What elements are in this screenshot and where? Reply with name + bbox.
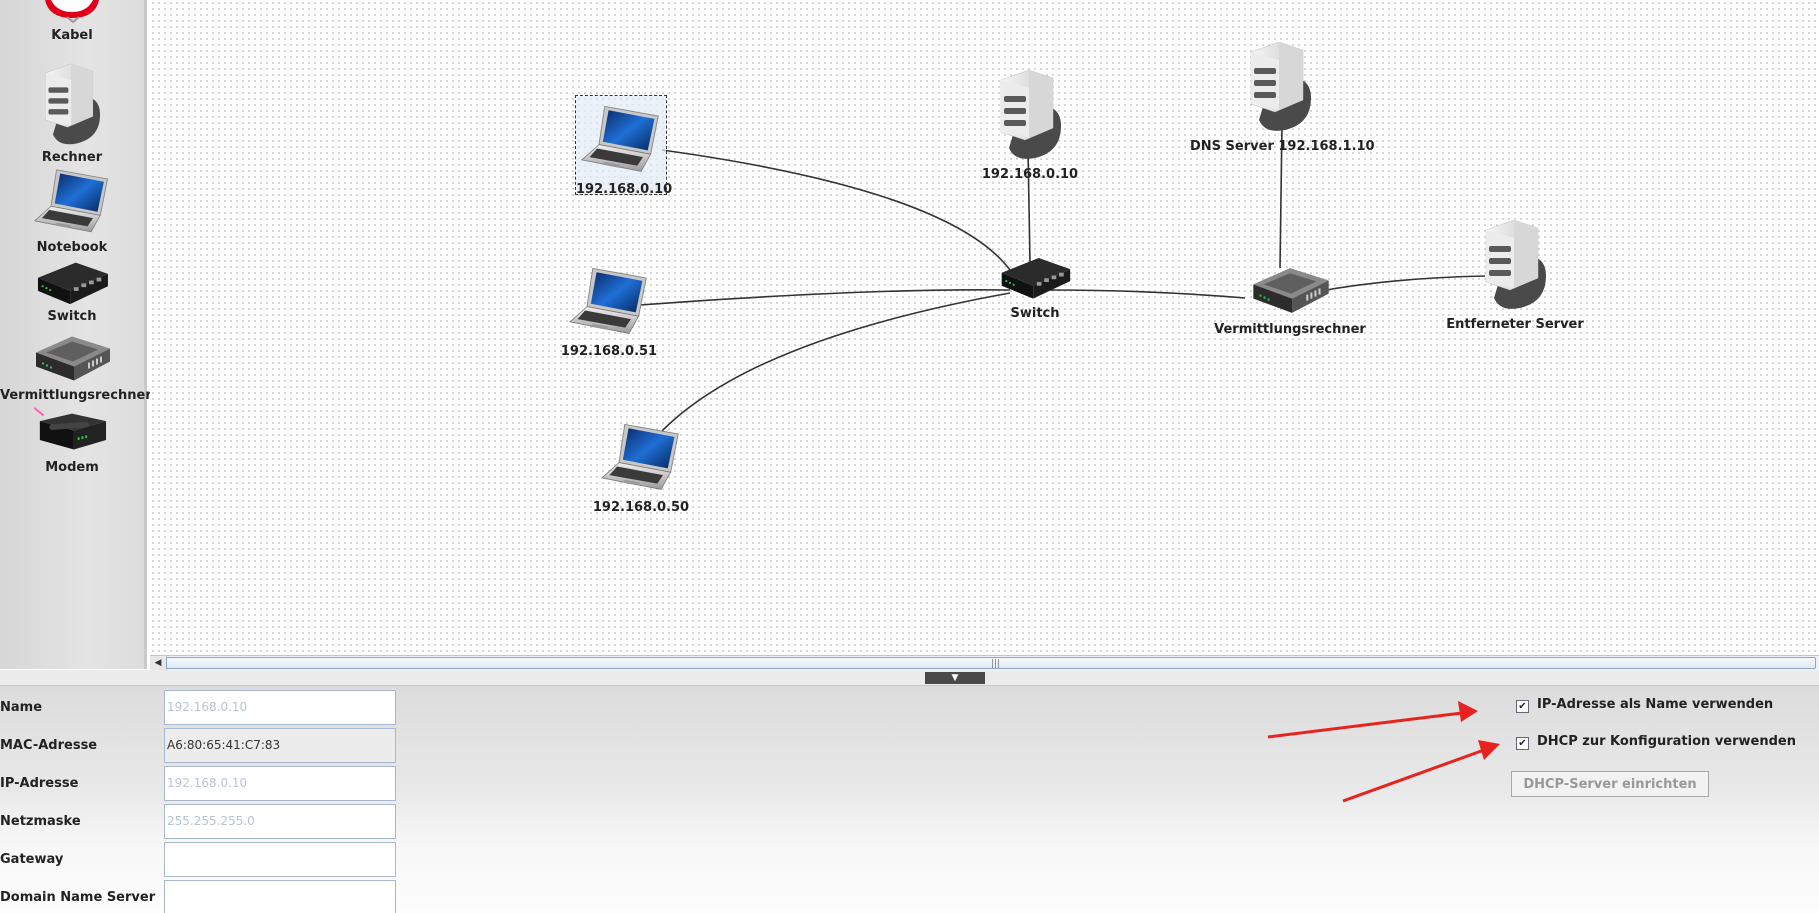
network-canvas[interactable]: 192.168.0.10 192.168.0.51 192.168.0.50 1…	[150, 0, 1819, 655]
ip-address-field[interactable]: 192.168.0.10	[164, 766, 396, 801]
use-dhcp-label: DHCP zur Konfiguration verwenden	[1537, 734, 1796, 749]
router-icon	[1249, 262, 1331, 318]
network-node-switch[interactable]: Switch	[985, 250, 1085, 321]
gateway-field[interactable]	[164, 842, 396, 877]
properties-panel: Name 192.168.0.10 MAC-Adresse A6:80:65:4…	[0, 686, 1819, 913]
node-label: 192.168.0.50	[592, 500, 690, 515]
network-links	[639, 124, 1486, 434]
link-router-dns[interactable]	[1279, 124, 1283, 269]
cable-icon	[45, 0, 99, 24]
server-icon	[995, 68, 1065, 163]
link-nb3-switch[interactable]	[659, 292, 1011, 434]
network-node-dns-server[interactable]: DNS Server 192.168.1.10	[1190, 40, 1375, 154]
palette-item-label: Notebook	[36, 240, 108, 255]
router-icon	[32, 330, 112, 386]
palette-item-label: Switch	[47, 309, 97, 324]
node-label: 192.168.0.10	[576, 182, 673, 197]
use-ip-as-name-label: IP-Adresse als Name verwenden	[1537, 697, 1774, 712]
network-node-notebook[interactable]: 192.168.0.10	[575, 95, 673, 197]
laptop-icon	[31, 160, 113, 238]
dhcp-server-button[interactable]: DHCP-Server einrichten	[1511, 771, 1709, 797]
palette-item-notebook[interactable]: Notebook	[0, 160, 144, 255]
node-label: DNS Server 192.168.1.10	[1190, 139, 1375, 154]
node-label: Switch	[1010, 306, 1060, 321]
netmask-field[interactable]: 255.255.255.0	[164, 804, 396, 839]
network-node-rechner[interactable]: 192.168.0.10	[970, 68, 1090, 182]
link-switch-router[interactable]	[1049, 289, 1246, 299]
checkmark-icon: ✔	[1516, 737, 1529, 750]
network-node-notebook[interactable]: 192.168.0.51	[554, 258, 664, 359]
link-nb1-switch[interactable]	[661, 149, 1011, 271]
laptop-icon	[566, 258, 652, 340]
switch-icon	[34, 255, 110, 307]
palette-item-label: Kabel	[51, 28, 93, 43]
palette-item-label: Rechner	[41, 150, 103, 165]
palette-item-rechner[interactable]: Rechner	[0, 62, 144, 165]
server-icon	[37, 62, 107, 148]
dns-field[interactable]	[164, 880, 396, 913]
palette-item-vermittlungsrechner[interactable]: Vermittlungsrechner	[0, 330, 152, 403]
collapse-arrow-icon[interactable]: ▼	[925, 672, 985, 684]
component-palette: Kabel Rechner Notebook Switch Vermittlun…	[0, 0, 152, 669]
palette-item-label: Vermittlungsrechner	[0, 388, 152, 403]
node-label: 192.168.0.10	[981, 167, 1079, 182]
mac-label: MAC-Adresse	[0, 738, 98, 753]
server-icon	[1245, 40, 1315, 135]
link-nb2-switch[interactable]	[639, 288, 1011, 306]
node-label: Entferneter Server	[1446, 317, 1584, 332]
name-field[interactable]: 192.168.0.10	[164, 690, 396, 725]
use-dhcp-checkbox[interactable]: ✔ DHCP zur Konfiguration verwenden	[1516, 734, 1796, 750]
link-srv1-switch[interactable]	[1027, 149, 1031, 263]
ip-label: IP-Adresse	[0, 776, 79, 791]
mac-address-field[interactable]: A6:80:65:41:C7:83	[164, 728, 396, 763]
network-node-notebook[interactable]: 192.168.0.50	[586, 414, 696, 515]
switch-icon	[998, 250, 1072, 302]
node-label: Vermittlungsrechner	[1214, 322, 1366, 337]
network-node-vermittlungsrechner[interactable]: Vermittlungsrechner	[1205, 262, 1375, 337]
network-node-remote-server[interactable]: Entferneter Server	[1435, 218, 1595, 332]
gateway-label: Gateway	[0, 852, 64, 867]
palette-item-label: Modem	[45, 460, 99, 475]
netmask-label: Netzmaske	[0, 814, 81, 829]
laptop-icon	[598, 414, 684, 496]
palette-item-modem[interactable]: Modem	[0, 406, 144, 475]
scrollbar-thumb[interactable]: |||	[166, 657, 1816, 669]
grip-icon: |||	[991, 659, 1001, 669]
use-ip-as-name-checkbox[interactable]: ✔ IP-Adresse als Name verwenden	[1516, 697, 1773, 713]
dns-label: Domain Name Server	[0, 890, 156, 905]
checkmark-icon: ✔	[1516, 700, 1529, 713]
server-icon	[1480, 218, 1550, 313]
panel-splitter[interactable]: ▼	[0, 670, 1819, 686]
name-label: Name	[0, 700, 43, 715]
link-router-remote[interactable]	[1314, 275, 1486, 293]
palette-item-switch[interactable]: Switch	[0, 255, 144, 324]
modem-icon	[34, 406, 110, 458]
laptop-icon	[578, 96, 664, 178]
scroll-left-arrow-icon[interactable]: ◀	[150, 656, 167, 671]
node-label: 192.168.0.51	[560, 344, 658, 359]
palette-item-kabel[interactable]: Kabel	[0, 0, 144, 43]
horizontal-scrollbar[interactable]: ◀ |||	[150, 655, 1819, 671]
